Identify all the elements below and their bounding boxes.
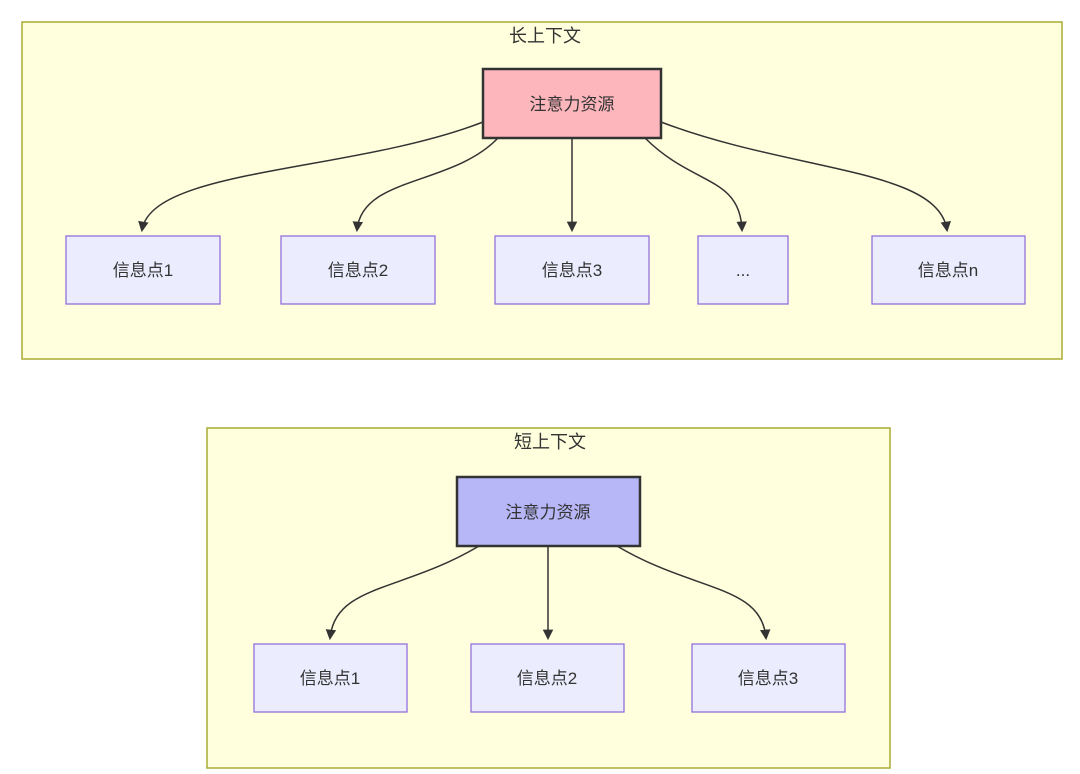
long-child-label-n: 信息点n [918,261,978,280]
short-child-label-3: 信息点3 [738,669,798,688]
short-root-label: 注意力资源 [506,503,591,522]
short-context-title: 短上下文 [514,432,586,452]
long-child-node-1 [65,235,221,305]
long-context-group: 长上下文 注意力资源 信息点1 信息点2 信息点3 ... 信息点n [21,21,1063,360]
short-context-group: 短上下文 注意力资源 信息点1 信息点2 信息点3 [206,427,891,769]
short-child-node-2 [470,643,625,713]
long-child-node-n [871,235,1026,305]
long-context-title: 长上下文 [509,26,581,46]
long-child-node-3 [494,235,650,305]
edge-short-root-to-3 [616,545,771,641]
long-child-label-3: 信息点3 [542,261,602,280]
short-child-node-1 [253,643,408,713]
long-child-label-2: 信息点2 [328,261,388,280]
edge-short-root-to-1 [325,545,480,641]
long-child-node-2 [280,235,436,305]
edge-long-root-to-2 [352,137,499,233]
long-root-node [481,67,663,140]
short-child-label-2: 信息点2 [517,669,577,688]
long-child-label-1: 信息点1 [113,261,173,280]
edge-long-root-to-1 [138,121,484,233]
long-root-label: 注意力资源 [530,95,615,114]
edge-long-root-to-n [660,121,951,233]
short-child-node-3 [691,643,846,713]
edge-long-root-to-ellipsis [644,137,747,233]
long-child-label-ellipsis: ... [736,261,750,280]
short-child-label-1: 信息点1 [300,669,360,688]
short-root-node [455,475,642,548]
long-child-node-ellipsis [697,235,789,305]
